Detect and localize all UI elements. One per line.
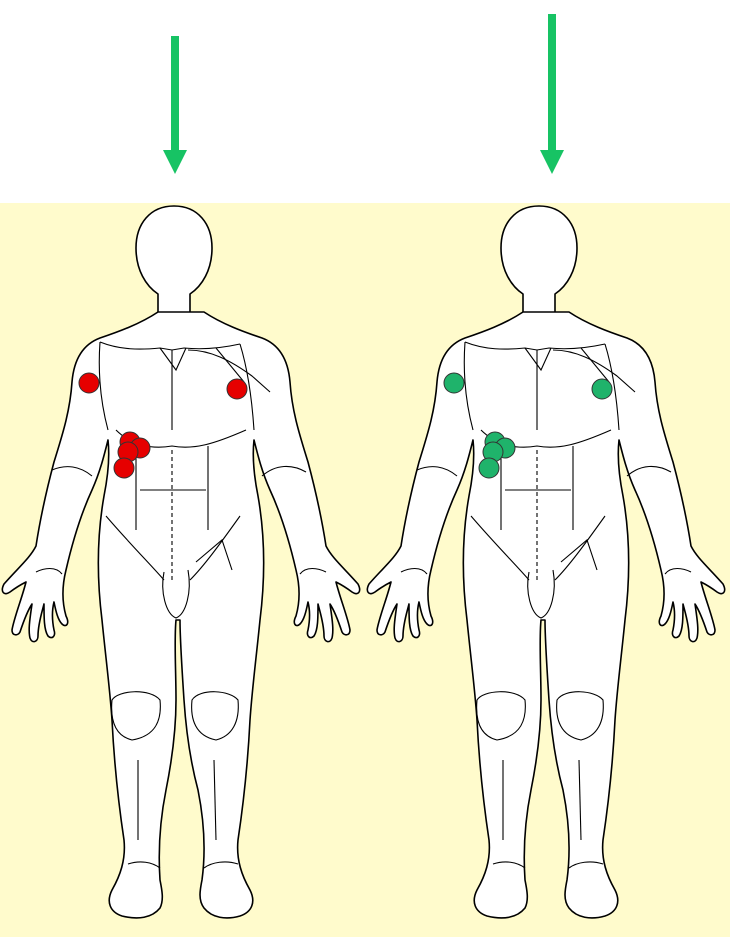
body-figure-left [0,200,365,937]
electrode-dot-icon [592,379,612,399]
body-figure-right [365,200,730,937]
electrode-dot-icon [79,373,99,393]
down-arrow-icon-left [155,0,195,180]
electrode-dot-icon [114,458,134,478]
electrode-dot-icon [479,458,499,478]
body-outline [367,206,724,918]
electrode-dot-icon [444,373,464,393]
down-arrow-icon-right [532,0,572,180]
body-outline [2,206,359,918]
electrode-dot-icon [227,379,247,399]
